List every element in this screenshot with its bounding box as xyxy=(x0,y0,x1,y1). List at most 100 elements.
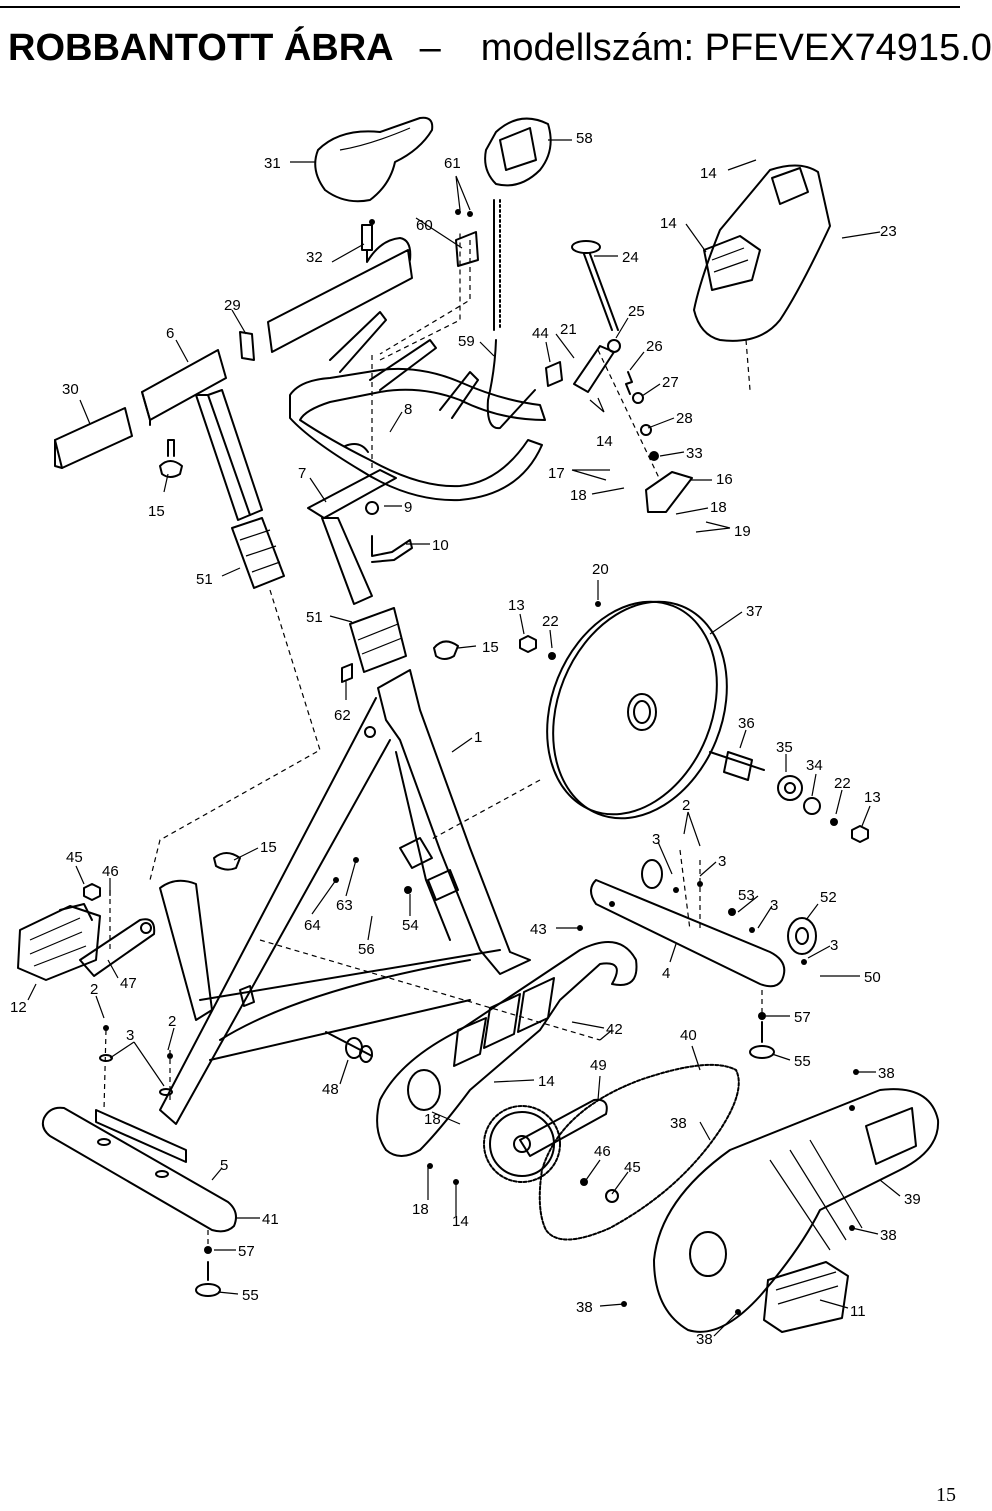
flywheel xyxy=(546,600,728,820)
callout-48: 48 xyxy=(322,1081,339,1098)
callout-18c: 18 xyxy=(424,1111,441,1128)
brake-knob xyxy=(571,240,619,331)
callout-22b: 22 xyxy=(834,775,851,792)
callout-46b: 46 xyxy=(594,1143,611,1160)
assembly-lines xyxy=(103,230,763,1250)
knob-left xyxy=(159,439,183,478)
callout-39: 39 xyxy=(904,1191,921,1208)
page-title: ROBBANTOTT ÁBRA–modellszám: PFEVEX74915.… xyxy=(8,26,992,70)
callout-24: 24 xyxy=(622,249,639,266)
callout-15a: 15 xyxy=(148,503,165,520)
callout-38d: 38 xyxy=(576,1299,593,1316)
callout-11: 11 xyxy=(850,1303,866,1320)
callout-13b: 13 xyxy=(864,789,881,806)
model-number: modellszám: PFEVEX74915.0 xyxy=(480,27,992,69)
callout-40: 40 xyxy=(680,1027,697,1044)
callout-55b: 55 xyxy=(242,1287,259,1304)
callout-52: 52 xyxy=(820,889,837,906)
callout-42: 42 xyxy=(606,1021,623,1038)
leader-lines xyxy=(27,139,901,1337)
leveler-right xyxy=(749,1012,775,1059)
callout-60: 60 xyxy=(416,217,433,234)
part-9 xyxy=(365,501,380,515)
callout-43: 43 xyxy=(530,921,547,938)
callout-18b: 18 xyxy=(570,487,587,504)
callout-3b: 3 xyxy=(718,853,726,870)
callout-62: 62 xyxy=(334,707,351,724)
callout-47: 47 xyxy=(120,975,137,992)
callout-18a: 18 xyxy=(710,499,727,516)
callout-28: 28 xyxy=(676,410,693,427)
callout-37: 37 xyxy=(746,603,763,620)
callout-22a: 22 xyxy=(542,613,559,630)
callout-41: 41 xyxy=(262,1211,279,1228)
sensor-wire xyxy=(486,339,536,430)
callout-15c: 15 xyxy=(260,839,277,856)
part-30 xyxy=(54,407,133,469)
callout-59: 59 xyxy=(458,333,475,350)
callout-27: 27 xyxy=(662,374,679,391)
callout-26: 26 xyxy=(646,338,663,355)
crank-bearing xyxy=(325,1031,373,1063)
callout-3d: 3 xyxy=(830,937,838,954)
diagram-title: ROBBANTOTT ÁBRA xyxy=(8,27,394,69)
page-number: 15 xyxy=(936,1484,956,1506)
callout-15b: 15 xyxy=(482,639,499,656)
callout-6: 6 xyxy=(166,325,174,342)
callout-54: 54 xyxy=(402,917,419,934)
callout-14a: 14 xyxy=(700,165,717,182)
callout-58: 58 xyxy=(576,130,593,147)
callout-38b: 38 xyxy=(670,1115,687,1132)
drive-chain xyxy=(538,1063,740,1241)
callout-64: 64 xyxy=(304,917,321,934)
callout-4: 4 xyxy=(662,965,670,982)
callout-56: 56 xyxy=(358,941,375,958)
callout-14e: 14 xyxy=(452,1213,469,1230)
callout-8: 8 xyxy=(404,401,412,418)
callout-49: 49 xyxy=(590,1057,607,1074)
callout-10: 10 xyxy=(432,537,449,554)
callout-3a: 3 xyxy=(652,831,660,848)
callout-17: 17 xyxy=(548,465,565,482)
main-frame xyxy=(159,669,531,1125)
callout-31: 31 xyxy=(264,155,281,172)
grip-51b xyxy=(349,607,407,673)
part-62 xyxy=(341,663,353,683)
callout-1: 1 xyxy=(474,729,482,746)
seat-post xyxy=(267,224,413,353)
callout-38c: 38 xyxy=(880,1227,897,1244)
callout-63: 63 xyxy=(336,897,353,914)
seat xyxy=(314,116,434,203)
callout-13a: 13 xyxy=(508,597,525,614)
right-crank xyxy=(519,1098,608,1157)
title-dash: – xyxy=(419,27,441,69)
callout-16: 16 xyxy=(716,471,733,488)
brake-pad-16 xyxy=(645,471,693,513)
callout-18d: 18 xyxy=(412,1201,429,1218)
seat-slider xyxy=(141,349,263,521)
callout-51b: 51 xyxy=(306,609,323,626)
flywheel-axle xyxy=(519,635,869,843)
callout-35: 35 xyxy=(776,739,793,756)
callout-9: 9 xyxy=(404,499,412,516)
callout-7: 7 xyxy=(298,465,306,482)
callout-29: 29 xyxy=(224,297,241,314)
callout-20: 20 xyxy=(592,561,609,578)
callout-34: 34 xyxy=(806,757,823,774)
rear-stabilizer xyxy=(41,1106,237,1233)
leveler-left xyxy=(195,1246,221,1297)
left-crank xyxy=(79,883,156,977)
brake-axis xyxy=(597,349,661,481)
grip-51a xyxy=(231,517,285,589)
outer-chain-guard xyxy=(653,1088,940,1333)
callout-36: 36 xyxy=(738,715,755,732)
callout-51a: 51 xyxy=(196,571,213,588)
callout-30: 30 xyxy=(62,381,79,398)
callout-45b: 45 xyxy=(624,1159,641,1176)
callout-14b: 14 xyxy=(660,215,677,232)
callout-44: 44 xyxy=(532,325,549,342)
console xyxy=(484,117,552,331)
callout-38a: 38 xyxy=(878,1065,895,1082)
callout-3c: 3 xyxy=(770,897,778,914)
fasteners xyxy=(99,209,859,1315)
